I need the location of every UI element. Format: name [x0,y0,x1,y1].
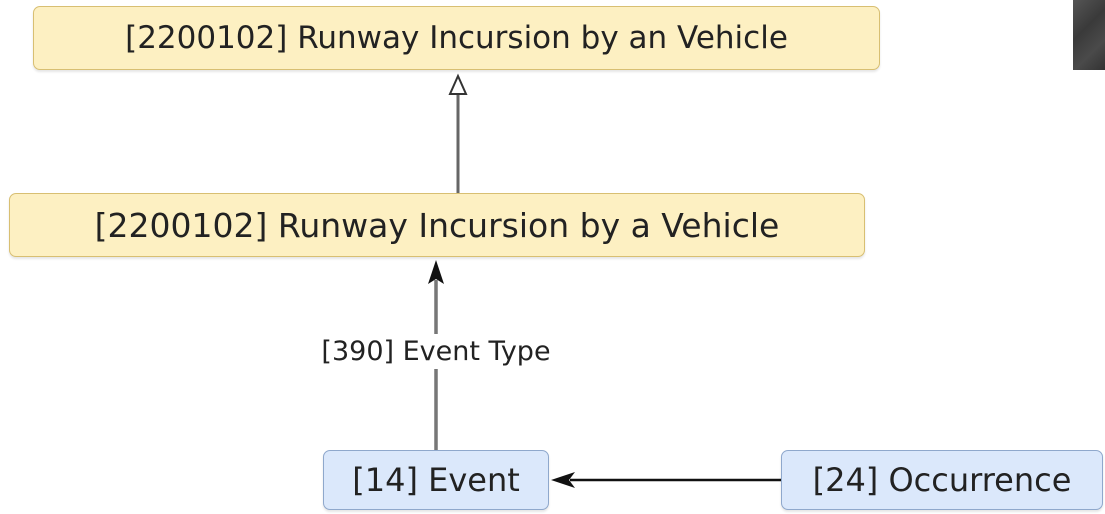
entity-node-occurrence[interactable]: [24] Occurrence [781,450,1103,510]
event-type-arrowhead-icon [428,260,444,284]
corner-texture-image [1073,0,1105,70]
entity-node-event[interactable]: [14] Event [323,450,549,510]
class-node-runway-incursion-a-vehicle[interactable]: [2200102] Runway Incursion by a Vehicle [9,193,865,257]
edge-label-event-type: [390] Event Type [315,334,557,369]
class-node-runway-incursion-an-vehicle[interactable]: [2200102] Runway Incursion by an Vehicle [33,6,880,70]
generalization-arrowhead-icon [448,73,468,95]
occurrence-event-arrowhead-icon [551,472,575,488]
